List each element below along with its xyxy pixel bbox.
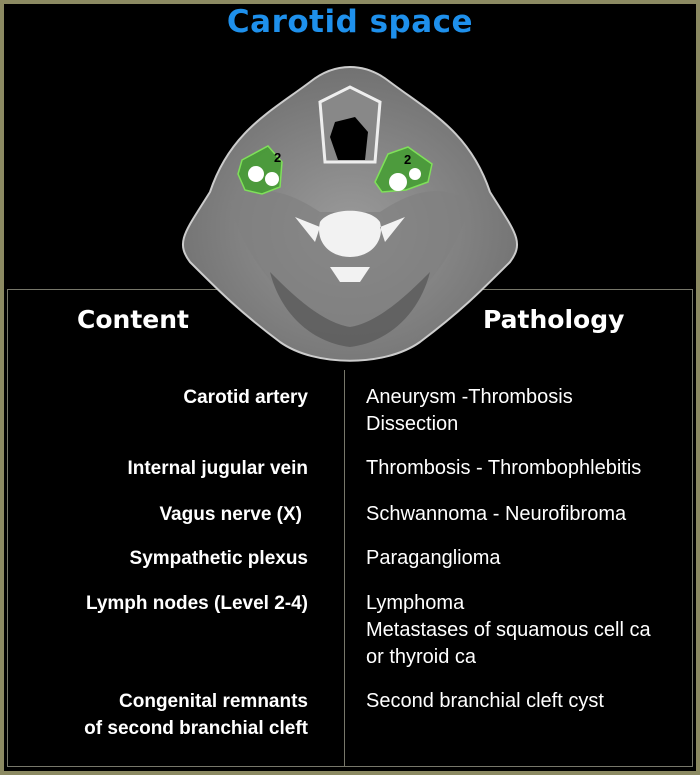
- content-cell: Lymph nodes (Level 2-4): [85, 593, 308, 614]
- vertebra: [295, 210, 405, 282]
- pathology-cell: Second branchial cleft cyst: [366, 690, 604, 712]
- slide-title: Carotid space: [226, 4, 474, 40]
- pathology-cell: Paraganglioma: [366, 547, 501, 569]
- airway: [330, 117, 368, 160]
- label-2-right: 2: [274, 150, 281, 165]
- content-cell: Vagus nerve (X): [159, 504, 302, 525]
- ct-neck-axial-image: 2 2: [181, 66, 519, 362]
- header-content: Content: [77, 305, 189, 334]
- pathology-cell: Thrombosis - Thrombophlebitis: [366, 457, 642, 479]
- label-2-left: 2: [404, 152, 411, 167]
- pathology-cell: Schwannoma - Neurofibroma: [366, 503, 627, 525]
- column-divider: [344, 370, 345, 767]
- content-cell: Sympathetic plexus: [129, 548, 308, 569]
- content-cell: Internal jugular vein: [127, 458, 308, 479]
- content-cell: Carotid artery: [183, 387, 308, 408]
- header-pathology: Pathology: [483, 305, 625, 334]
